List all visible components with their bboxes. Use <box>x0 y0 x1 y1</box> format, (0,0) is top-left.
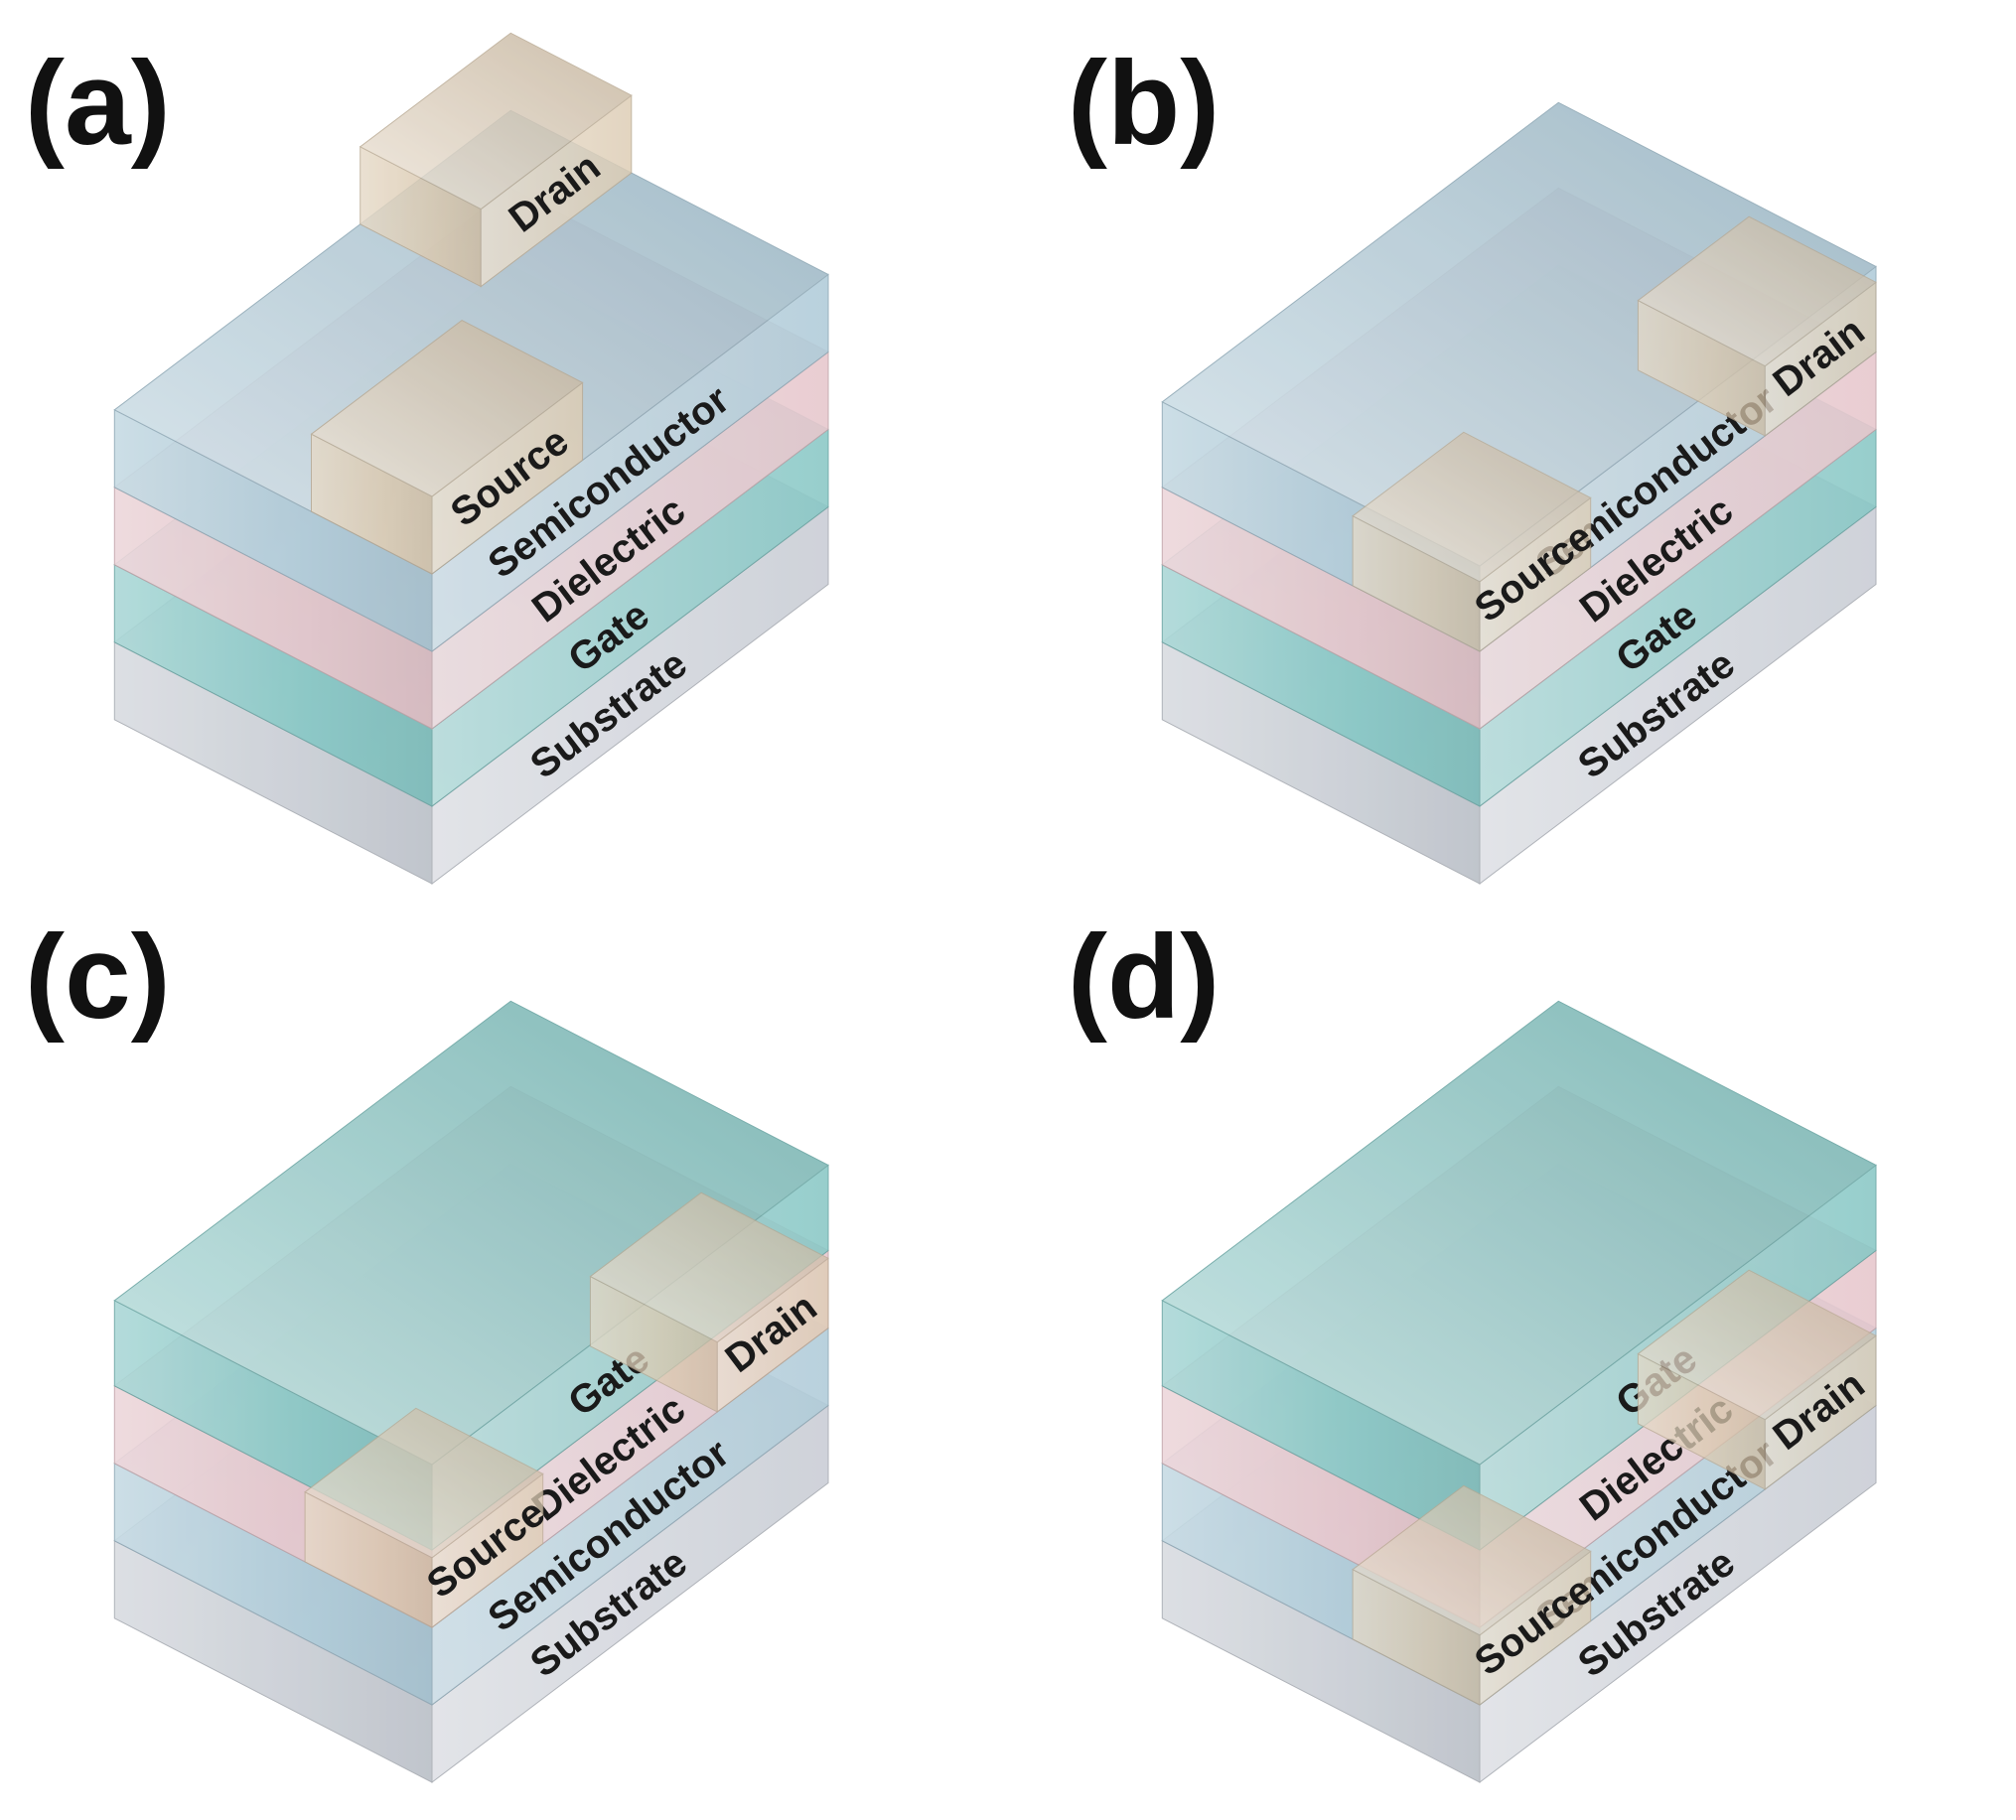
panel-c: (c)SubstrateSemiconductorDielectricGateS… <box>25 910 829 1784</box>
drain-electrode <box>589 1191 829 1413</box>
source-electrode <box>1352 1484 1592 1707</box>
source-electrode <box>304 1407 544 1629</box>
panel-label-b: (b) <box>1068 37 1220 170</box>
panels-group: (a)SubstrateGateDielectricSemiconductorS… <box>25 32 1877 1784</box>
panel-label-a: (a) <box>25 37 171 170</box>
drain-electrode <box>1637 1269 1877 1490</box>
drain-electrode <box>1637 215 1877 437</box>
panel-label-d: (d) <box>1068 910 1220 1044</box>
panel-b: (b)SubstrateGateDielectricSemiconductorS… <box>1068 37 1877 886</box>
source-electrode <box>1352 431 1592 653</box>
source-electrode <box>310 320 584 576</box>
drain-electrode <box>359 32 633 288</box>
panel-label-c: (c) <box>25 910 171 1044</box>
panel-a: (a)SubstrateGateDielectricSemiconductorS… <box>25 32 829 886</box>
panel-d: (d)SubstrateSemiconductorDielectricGateS… <box>1068 910 1877 1784</box>
